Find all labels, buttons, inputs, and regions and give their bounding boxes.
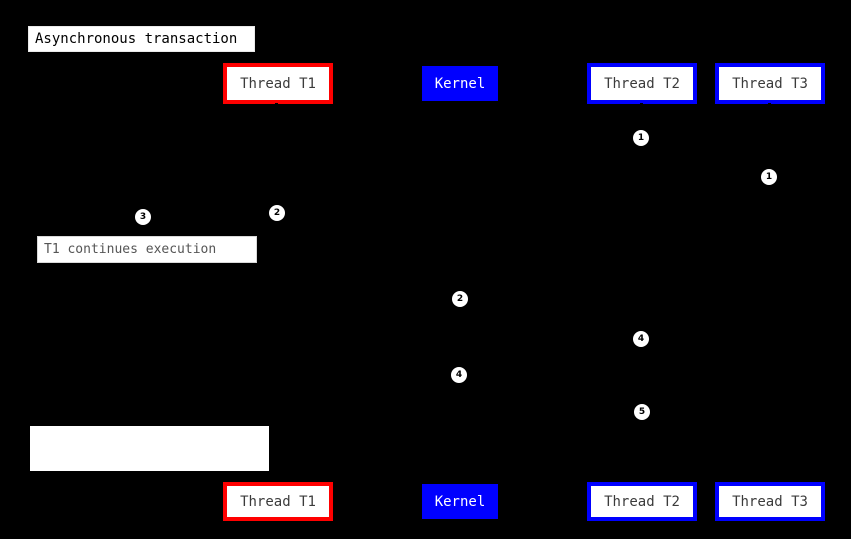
lifeline-thread-t1 xyxy=(276,103,278,482)
step-number: 4 xyxy=(637,333,645,344)
step-number: 2 xyxy=(273,207,281,218)
page-title: Asynchronous transaction xyxy=(35,31,238,47)
participant-top-kernel[interactable]: Kernel xyxy=(422,66,498,101)
lifeline-stub-t2-bottom xyxy=(640,478,643,482)
participant-bottom-thread-t2[interactable]: Thread T2 xyxy=(587,482,697,521)
participant-top-thread-t1[interactable]: Thread T1 xyxy=(223,63,333,104)
lifeline-stub-t2-top xyxy=(640,103,643,107)
lifeline-stub-t1-bottom xyxy=(275,478,278,482)
participant-bottom-kernel[interactable]: Kernel xyxy=(422,484,498,519)
note-t1-continues-execution: T1 continues execution xyxy=(37,236,257,263)
step-badge-2-kernel: 2 xyxy=(452,291,468,307)
participant-bottom-thread-t1[interactable]: Thread T1 xyxy=(223,482,333,521)
step-number: 5 xyxy=(638,406,646,417)
step-number: 1 xyxy=(637,132,645,143)
participant-label: Thread T1 xyxy=(240,493,316,510)
step-number: 2 xyxy=(456,293,464,304)
participant-label: Kernel xyxy=(434,75,486,92)
note-label: T1 continues execution xyxy=(44,242,217,257)
step-badge-1-t2: 1 xyxy=(633,130,649,146)
participant-top-thread-t2[interactable]: Thread T2 xyxy=(587,63,697,104)
participant-label: Thread T2 xyxy=(604,75,680,92)
note-blank-box xyxy=(30,426,269,471)
participant-bottom-thread-t3[interactable]: Thread T3 xyxy=(715,482,825,521)
step-badge-1-t3: 1 xyxy=(761,169,777,185)
participant-top-thread-t3[interactable]: Thread T3 xyxy=(715,63,825,104)
participant-label: Kernel xyxy=(434,493,486,510)
lifeline-stub-t3-bottom xyxy=(768,478,771,482)
participant-label: Thread T2 xyxy=(604,493,680,510)
participant-label: Thread T1 xyxy=(240,75,316,92)
step-badge-2-t1: 2 xyxy=(269,205,285,221)
step-number: 4 xyxy=(455,369,463,380)
lifeline-stub-t3-top xyxy=(768,103,771,107)
participant-label: Thread T3 xyxy=(732,75,808,92)
step-number: 1 xyxy=(765,171,773,182)
diagram-title-box: Asynchronous transaction xyxy=(28,26,255,52)
step-number: 3 xyxy=(139,211,147,222)
step-badge-4-t2: 4 xyxy=(633,331,649,347)
step-badge-3-note: 3 xyxy=(135,209,151,225)
step-badge-4-kernel: 4 xyxy=(451,367,467,383)
participant-label: Thread T3 xyxy=(732,493,808,510)
lifeline-thread-t3 xyxy=(769,103,771,482)
lifeline-thread-t2 xyxy=(641,103,643,482)
lifeline-stub-t1-top xyxy=(275,103,278,107)
step-badge-5-t2: 5 xyxy=(634,404,650,420)
